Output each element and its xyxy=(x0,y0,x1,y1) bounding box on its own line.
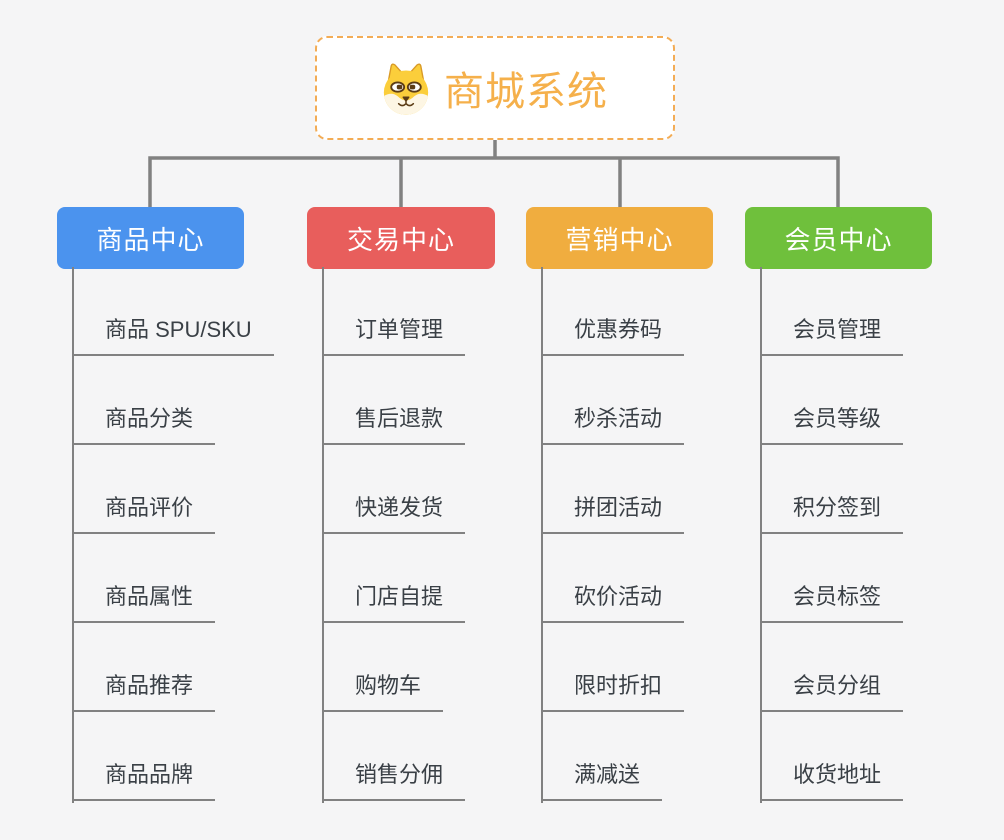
branch-node-member-center[interactable]: 会员中心 xyxy=(745,207,932,269)
leaf-node[interactable]: 会员标签 xyxy=(760,579,904,623)
leaf-node[interactable]: 商品分类 xyxy=(72,401,216,445)
branch-label: 会员中心 xyxy=(784,224,893,255)
leaf-column-trade: 订单管理 售后退款 快递发货 门店自提 购物车 销售分佣 xyxy=(322,267,552,803)
leaf-column-product: 商品 SPU/SKU 商品分类 商品评价 商品属性 商品推荐 商品品牌 xyxy=(72,267,302,803)
leaf-node[interactable]: 砍价活动 xyxy=(541,579,685,623)
leaf-node[interactable]: 门店自提 xyxy=(322,579,466,623)
leaf-node[interactable]: 会员分组 xyxy=(760,668,904,712)
branch-connector-line xyxy=(541,267,543,803)
leaf-node[interactable]: 优惠券码 xyxy=(541,312,685,356)
leaf-node[interactable]: 拼团活动 xyxy=(541,490,685,534)
leaf-column-marketing: 优惠券码 秒杀活动 拼团活动 砍价活动 限时折扣 满减送 xyxy=(541,267,771,803)
leaf-node[interactable]: 购物车 xyxy=(322,668,444,712)
leaf-node[interactable]: 快递发货 xyxy=(322,490,466,534)
leaf-node[interactable]: 限时折扣 xyxy=(541,668,685,712)
leaf-node[interactable]: 满减送 xyxy=(541,757,663,801)
leaf-node[interactable]: 会员等级 xyxy=(760,401,904,445)
branch-connector-line xyxy=(760,267,762,803)
leaf-node[interactable]: 积分签到 xyxy=(760,490,904,534)
branch-connector-line xyxy=(322,267,324,803)
leaf-node[interactable]: 订单管理 xyxy=(322,312,466,356)
root-title: 商城系统 xyxy=(444,70,608,114)
leaf-node[interactable]: 商品评价 xyxy=(72,490,216,534)
branch-label: 交易中心 xyxy=(346,224,455,255)
branch-label: 营销中心 xyxy=(565,224,674,255)
branch-node-product-center[interactable]: 商品中心 xyxy=(57,207,244,269)
leaf-node[interactable]: 商品属性 xyxy=(72,579,216,623)
branch-connector-line xyxy=(72,267,74,803)
leaf-node[interactable]: 售后退款 xyxy=(322,401,466,445)
leaf-node[interactable]: 商品 SPU/SKU xyxy=(72,312,274,356)
branch-node-marketing-center[interactable]: 营销中心 xyxy=(526,207,713,269)
leaf-column-member: 会员管理 会员等级 积分签到 会员标签 会员分组 收货地址 xyxy=(760,267,990,803)
leaf-node[interactable]: 秒杀活动 xyxy=(541,401,685,445)
leaf-node[interactable]: 会员管理 xyxy=(760,312,904,356)
branch-node-trade-center[interactable]: 交易中心 xyxy=(307,207,495,269)
leaf-node[interactable]: 销售分佣 xyxy=(322,757,466,801)
shiba-dog-icon xyxy=(383,63,429,115)
leaf-node[interactable]: 商品推荐 xyxy=(72,668,216,712)
root-node[interactable]: 商城系统 xyxy=(315,36,675,140)
leaf-node[interactable]: 收货地址 xyxy=(760,757,904,801)
leaf-node[interactable]: 商品品牌 xyxy=(72,757,216,801)
branch-label: 商品中心 xyxy=(96,224,205,255)
